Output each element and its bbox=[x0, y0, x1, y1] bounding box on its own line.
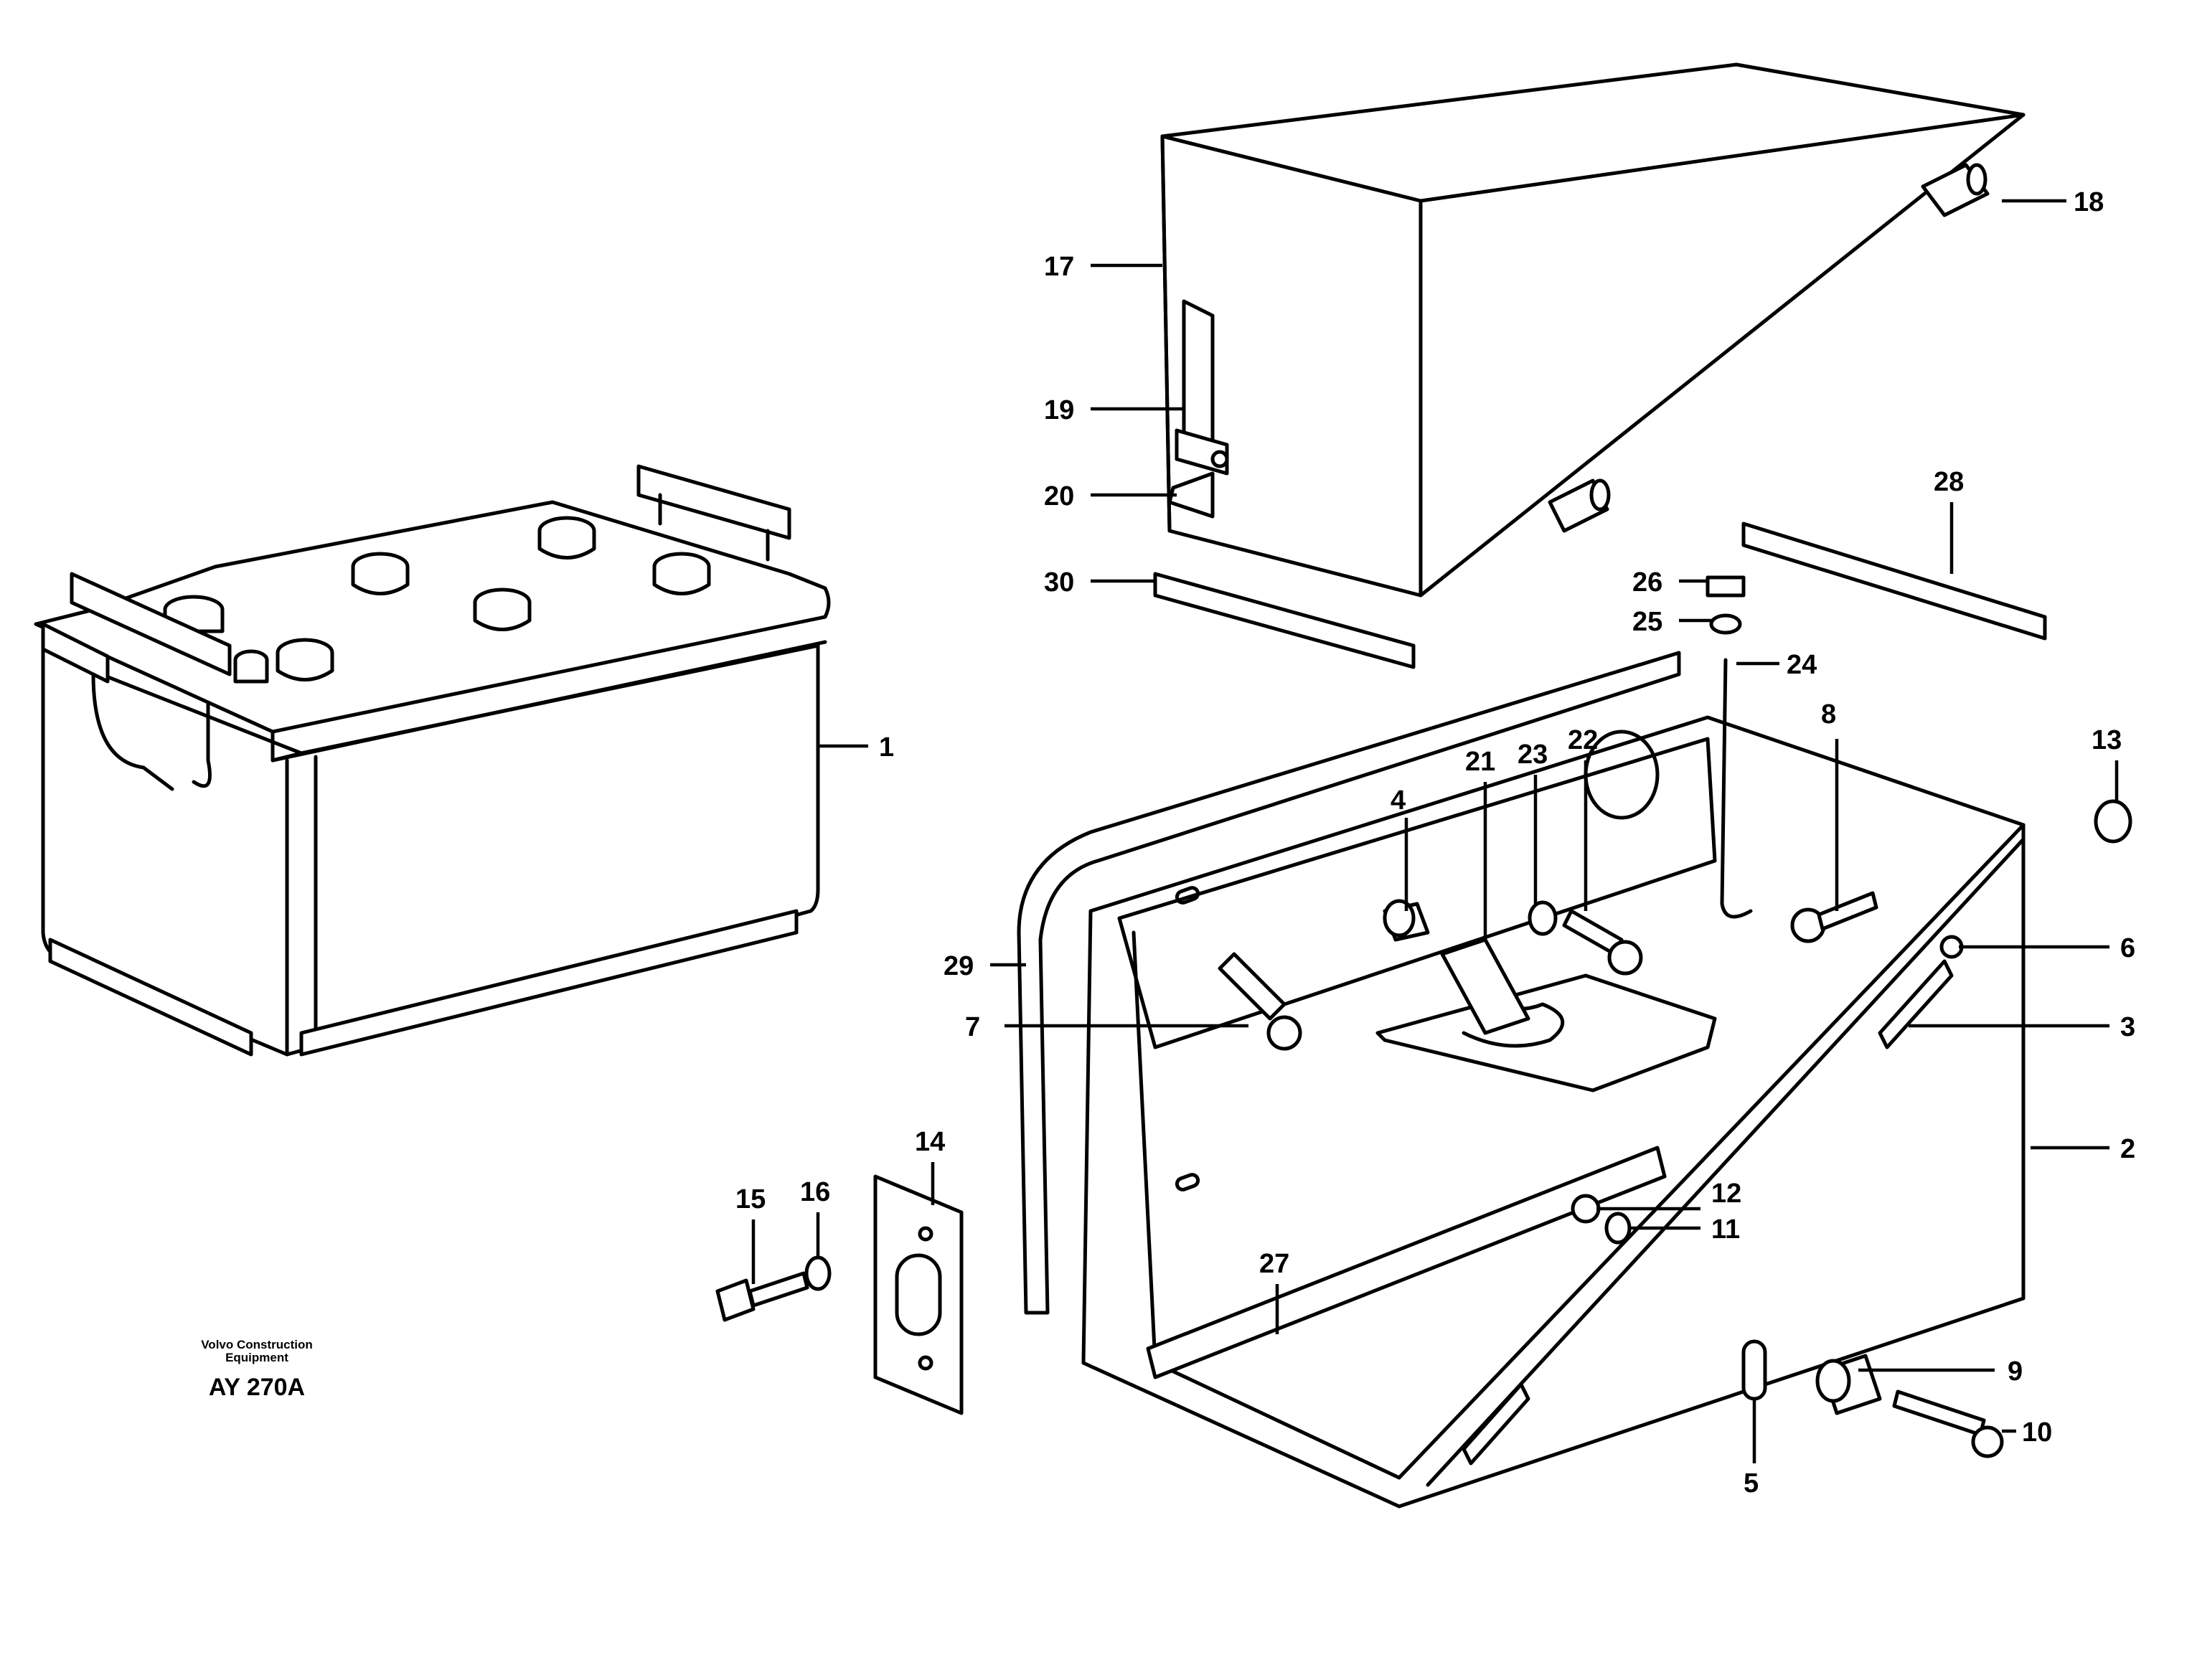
battery bbox=[34, 464, 831, 1057]
battery-cap bbox=[276, 638, 334, 681]
box-edge-seal bbox=[1017, 651, 1681, 1315]
bolt bbox=[1218, 952, 1302, 1051]
slot-link bbox=[1741, 1339, 1767, 1401]
callout-10: 10 bbox=[2022, 1417, 2052, 1448]
callout-12: 12 bbox=[1711, 1179, 1741, 1209]
cover-latch bbox=[1167, 299, 1229, 519]
callout-19: 19 bbox=[1044, 395, 1074, 425]
callout-23: 23 bbox=[1518, 740, 1548, 770]
nut bbox=[1571, 1194, 1601, 1224]
callout-30: 30 bbox=[1044, 567, 1074, 598]
battery-cap bbox=[537, 516, 596, 560]
cover-hinge bbox=[1548, 478, 1611, 533]
battery-box bbox=[1081, 715, 2026, 1509]
callout-7: 7 bbox=[965, 1012, 980, 1042]
battery-cap bbox=[351, 552, 410, 595]
callout-3: 3 bbox=[2120, 1012, 2135, 1042]
credit-line-2: Equipment bbox=[225, 1351, 288, 1364]
callout-8: 8 bbox=[1821, 699, 1836, 730]
bolt bbox=[715, 1271, 809, 1322]
flange-nut bbox=[1706, 575, 1746, 598]
callout-labels: 1 2 3 4 5 6 7 8 9 10 11 12 13 14 15 16 1… bbox=[735, 187, 2135, 1499]
rubber-bumper bbox=[2094, 799, 2132, 844]
callout-4: 4 bbox=[1391, 785, 1406, 816]
battery-cap bbox=[652, 552, 711, 595]
cover-hinge bbox=[1921, 163, 1990, 217]
rod-end bbox=[1939, 935, 1964, 959]
bolt bbox=[1562, 909, 1643, 976]
callout-28: 28 bbox=[1934, 467, 1964, 497]
callout-13: 13 bbox=[2092, 725, 2122, 755]
callout-24: 24 bbox=[1787, 650, 1817, 680]
callout-20: 20 bbox=[1044, 481, 1074, 511]
washer bbox=[804, 1255, 832, 1291]
box-seal-strip bbox=[1741, 522, 2047, 641]
washer bbox=[1528, 900, 1558, 936]
callout-5: 5 bbox=[1744, 1468, 1759, 1499]
threaded-rod bbox=[1720, 658, 1753, 919]
callout-2: 2 bbox=[2120, 1134, 2135, 1164]
cover-seal-strip bbox=[1153, 572, 1416, 669]
leader-lines bbox=[751, 199, 2119, 1463]
gasket-plate bbox=[873, 1174, 964, 1415]
callout-29: 29 bbox=[944, 951, 974, 981]
callout-15: 15 bbox=[735, 1184, 766, 1214]
washer bbox=[1709, 613, 1742, 635]
battery-box-cover bbox=[1160, 62, 2026, 598]
callout-1: 1 bbox=[879, 732, 894, 763]
callout-26: 26 bbox=[1632, 567, 1662, 598]
credit-line-1: Volvo Construction bbox=[201, 1338, 313, 1351]
spacer bbox=[1815, 1354, 1882, 1415]
callout-27: 27 bbox=[1259, 1249, 1289, 1279]
callout-16: 16 bbox=[800, 1177, 830, 1207]
callout-14: 14 bbox=[915, 1127, 945, 1157]
callout-22: 22 bbox=[1568, 725, 1598, 755]
callout-18: 18 bbox=[2074, 187, 2104, 217]
callout-11: 11 bbox=[1711, 1214, 1740, 1245]
figure-reference: AY 270A bbox=[209, 1374, 305, 1401]
callout-21: 21 bbox=[1465, 747, 1495, 777]
battery-terminal bbox=[233, 649, 269, 684]
bolt bbox=[1790, 891, 1878, 943]
washer bbox=[1604, 1212, 1632, 1245]
callout-17: 17 bbox=[1044, 252, 1074, 282]
bolt bbox=[1892, 1389, 2004, 1458]
callout-6: 6 bbox=[2120, 933, 2135, 963]
battery-cap bbox=[473, 587, 532, 631]
callout-9: 9 bbox=[2008, 1356, 2023, 1387]
callout-25: 25 bbox=[1632, 607, 1662, 637]
